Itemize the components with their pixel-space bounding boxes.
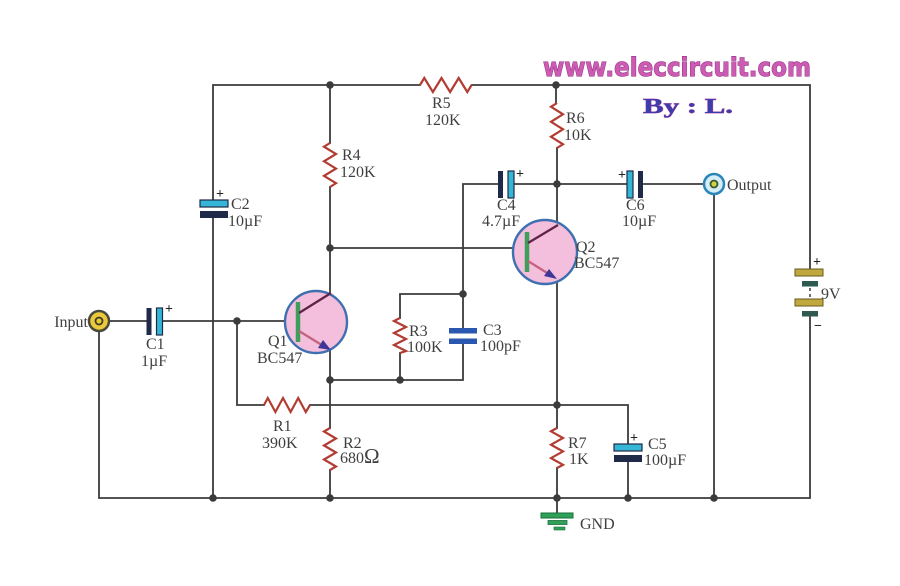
transistor-Q2-emitter-arrow xyxy=(544,269,557,279)
resistor-R7-symbol xyxy=(548,427,566,469)
capacitor-C6-plus: + xyxy=(618,168,626,183)
battery-minus: − xyxy=(814,319,822,334)
transistor-Q2-part: BC547 xyxy=(574,255,619,272)
output-label: Output xyxy=(727,177,772,194)
capacitor-C2-plus: + xyxy=(216,187,224,202)
capacitor-C4-plus: + xyxy=(516,167,524,182)
capacitor-C1-ref: C1 xyxy=(146,336,165,353)
capacitor-C3-plate-top xyxy=(449,328,477,334)
battery-plus: + xyxy=(813,255,821,270)
ground-bar-2 xyxy=(547,520,568,525)
capacitor-C4-pos-plate xyxy=(507,170,515,199)
capacitor-C5-neg-plate xyxy=(614,455,642,462)
capacitor-C2-ref: C2 xyxy=(231,196,250,213)
ground-bar-3 xyxy=(553,526,566,531)
resistor-R6-value: 10K xyxy=(564,127,592,144)
output-terminal: Output xyxy=(702,172,772,196)
capacitor-C4-ref: C4 xyxy=(497,197,516,214)
transistor-Q1-emitter-arrow xyxy=(318,340,331,350)
battery-plate-short-1 xyxy=(802,281,818,287)
resistor-R6-symbol xyxy=(548,102,566,149)
capacitor-C5-pos-plate xyxy=(613,443,643,452)
transistor-Q2-ref: Q2 xyxy=(576,239,596,256)
capacitor-C6-pos-plate xyxy=(626,170,634,199)
capacitor-C1: + C1 1µF xyxy=(141,302,173,370)
resistor-R3-value: 100K xyxy=(407,339,443,356)
resistor-R3-ref: R3 xyxy=(409,323,428,340)
capacitor-C5-ref: C5 xyxy=(648,436,667,453)
resistor-R6: R6 10K xyxy=(548,102,592,149)
resistor-R5-ref: R5 xyxy=(432,95,451,112)
circuit-wires xyxy=(98,84,811,515)
battery-9v: + − 9V xyxy=(794,255,841,334)
watermark-byline: By : L. xyxy=(643,94,733,118)
resistor-R4-symbol xyxy=(321,142,339,188)
resistor-R1-ref: R1 xyxy=(273,418,292,435)
transistor-Q2-body xyxy=(511,218,579,286)
transistor-Q1-collector xyxy=(298,292,332,314)
resistor-R2-ref: R2 xyxy=(343,435,362,452)
resistor-R2: R2 680Ω xyxy=(321,427,380,471)
resistor-R7-value: 1K xyxy=(569,451,589,468)
capacitor-C6-ref: C6 xyxy=(626,197,645,214)
battery-plate-short-2 xyxy=(802,311,818,317)
resistor-R5: R5 120K xyxy=(419,75,473,129)
capacitor-C4: + C4 4.7µF xyxy=(482,167,524,230)
capacitor-C2-pos-plate xyxy=(199,199,229,208)
transistor-Q2-collector xyxy=(527,224,559,244)
transistor-Q2: Q2 BC547 xyxy=(511,218,619,286)
resistor-R2-symbol xyxy=(321,427,339,471)
resistor-R4-ref: R4 xyxy=(342,147,361,164)
resistor-R3-symbol xyxy=(391,317,409,355)
resistor-R4: R4 120K xyxy=(321,142,376,188)
resistor-R7: R7 1K xyxy=(548,427,589,469)
capacitor-C2: + C2 10µF xyxy=(199,187,262,230)
output-jack-pin xyxy=(709,179,719,189)
resistor-R5-value: 120K xyxy=(425,112,461,129)
capacitor-C4-neg-plate xyxy=(498,171,503,198)
capacitor-C4-value: 4.7µF xyxy=(482,213,520,230)
capacitor-C6-value: 10µF xyxy=(622,213,656,230)
ground-label: GND xyxy=(580,516,615,533)
resistor-R2-value: 680Ω xyxy=(340,444,380,468)
resistor-R1-value: 390K xyxy=(262,435,298,452)
transistor-Q1: Q1 BC547 xyxy=(257,289,349,367)
resistor-R1: R1 390K xyxy=(262,395,311,452)
input-terminal: Input xyxy=(54,309,111,333)
resistor-R1-symbol xyxy=(263,395,311,415)
capacitor-C2-neg-plate xyxy=(200,211,228,218)
resistor-R7-ref: R7 xyxy=(568,435,587,452)
transistor-Q1-part: BC547 xyxy=(257,350,302,367)
capacitor-C3: C3 100pF xyxy=(449,322,521,355)
capacitor-C3-ref: C3 xyxy=(483,322,502,339)
capacitor-C1-value: 1µF xyxy=(141,353,167,370)
capacitor-C5: + C5 100µF xyxy=(613,431,686,469)
capacitor-C6-neg-plate xyxy=(638,171,643,198)
ground-bar-1 xyxy=(540,512,574,519)
transistor-Q1-ref: Q1 xyxy=(268,333,288,350)
resistor-R5-symbol xyxy=(419,75,473,95)
capacitor-C5-plus: + xyxy=(630,431,638,446)
resistor-R6-ref: R6 xyxy=(566,110,585,127)
watermark-site: www.eleccircuit.com xyxy=(543,53,811,83)
battery-plate-long-1 xyxy=(794,268,824,277)
capacitor-C1-pos-plate xyxy=(155,307,164,336)
capacitor-C1-neg-plate xyxy=(146,308,152,335)
capacitor-C5-value: 100µF xyxy=(644,452,686,469)
capacitor-C2-value: 10µF xyxy=(228,213,262,230)
capacitor-C6: + C6 10µF xyxy=(618,168,656,230)
transistor-Q1-body xyxy=(283,289,349,355)
battery-plate-long-2 xyxy=(794,298,824,307)
capacitor-C1-plus: + xyxy=(165,302,173,317)
junction-dots xyxy=(209,81,718,502)
resistor-R3: R3 100K xyxy=(391,317,443,356)
input-label: Input xyxy=(54,314,88,331)
capacitor-C3-value: 100pF xyxy=(480,338,521,355)
ground-symbol: GND xyxy=(540,512,615,533)
resistor-R4-value: 120K xyxy=(340,164,376,181)
capacitor-C3-plate-bottom xyxy=(449,338,477,344)
battery-voltage: 9V xyxy=(821,286,841,303)
input-jack-pin xyxy=(94,316,104,326)
